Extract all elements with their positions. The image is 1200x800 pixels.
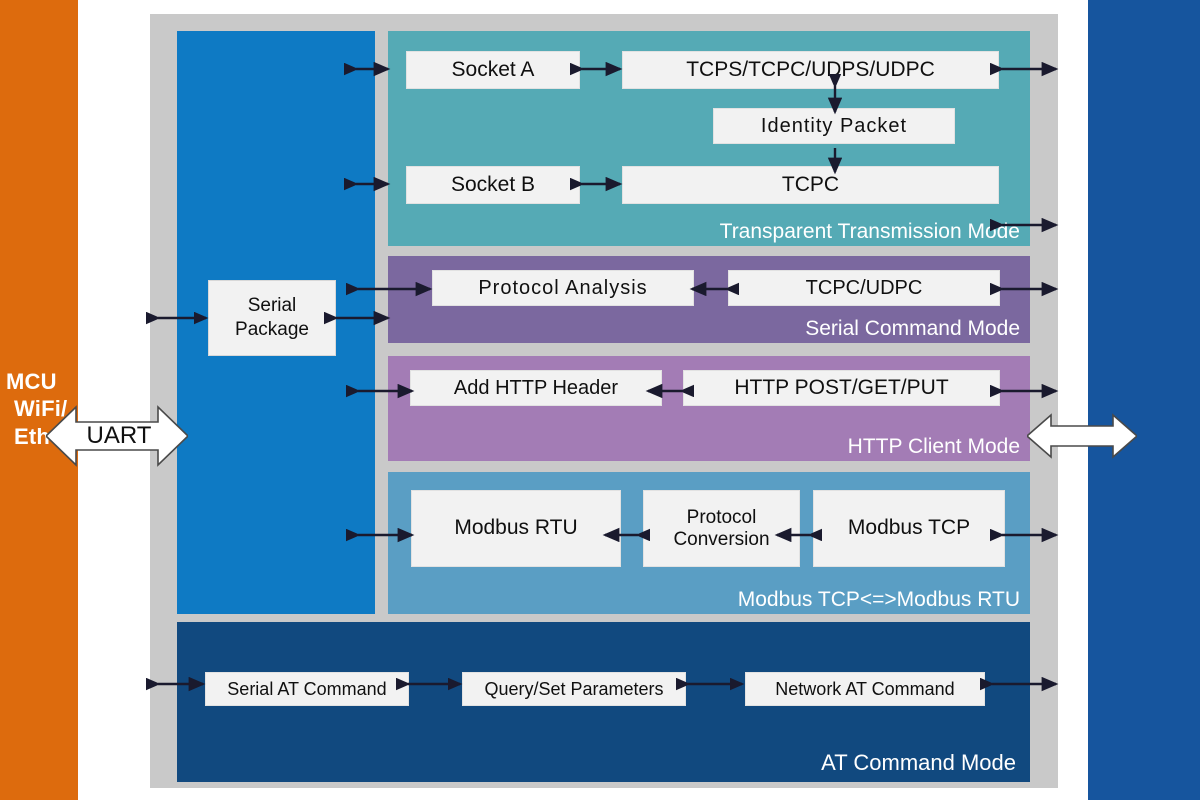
mode-title-modbus: Modbus TCP<=>Modbus RTU bbox=[737, 588, 1020, 611]
mode-panel-serial-command: Protocol Analysis TCPC/UDPC Serial Comma… bbox=[388, 256, 1030, 343]
box-socket-a: Socket A bbox=[406, 51, 580, 89]
network-panel bbox=[1088, 0, 1200, 800]
box-tcpc-udpc: TCPC/UDPC bbox=[728, 270, 1000, 306]
box-identity-packet: Identity Packet bbox=[713, 108, 955, 144]
box-query-set-parameters: Query/Set Parameters bbox=[462, 672, 686, 706]
mcu-panel bbox=[0, 0, 78, 800]
box-tcpc: TCPC bbox=[622, 166, 999, 204]
serial-package-box: Serial Package bbox=[208, 280, 336, 356]
network-bus-arrow bbox=[1027, 413, 1137, 459]
mode-panel-transparent: Socket A TCPS/TCPC/UDPS/UDPC Identity Pa… bbox=[388, 31, 1030, 246]
serial-package-line2: Package bbox=[235, 319, 309, 340]
mode-panel-modbus: Modbus RTU Protocol Conversion Modbus TC… bbox=[388, 472, 1030, 614]
mode-panel-at-command: Serial AT Command Query/Set Parameters N… bbox=[177, 622, 1030, 782]
serial-package-line1: Serial bbox=[247, 295, 297, 317]
box-modbus-tcp: Modbus TCP bbox=[813, 490, 1005, 567]
mode-title-transparent: Transparent Transmission Mode bbox=[719, 220, 1020, 243]
box-network-at-command: Network AT Command bbox=[745, 672, 985, 706]
box-serial-at-command: Serial AT Command bbox=[205, 672, 409, 706]
network-label-line1: WiFi/ bbox=[14, 396, 68, 421]
box-protocol-conversion: Protocol Conversion bbox=[643, 490, 800, 567]
uart-label: UART bbox=[86, 422, 152, 449]
mode-title-serial-command: Serial Command Mode bbox=[805, 317, 1020, 340]
box-http-verbs: HTTP POST/GET/PUT bbox=[683, 370, 1000, 406]
box-protocols: TCPS/TCPC/UDPS/UDPC bbox=[622, 51, 999, 89]
box-modbus-rtu: Modbus RTU bbox=[411, 490, 621, 567]
box-protocol-analysis: Protocol Analysis bbox=[432, 270, 694, 306]
box-socket-b: Socket B bbox=[406, 166, 580, 204]
mode-title-http-client: HTTP Client Mode bbox=[847, 435, 1020, 458]
uart-bus-arrow bbox=[46, 405, 188, 467]
mcu-label: MCU bbox=[6, 369, 57, 394]
mode-title-at-command: AT Command Mode bbox=[821, 750, 1016, 775]
box-add-http-header: Add HTTP Header bbox=[410, 370, 662, 406]
protocol-conversion-line2: Conversion bbox=[673, 528, 770, 550]
mode-panel-http-client: Add HTTP Header HTTP POST/GET/PUT HTTP C… bbox=[388, 356, 1030, 461]
protocol-conversion-line1: Protocol bbox=[686, 506, 757, 528]
